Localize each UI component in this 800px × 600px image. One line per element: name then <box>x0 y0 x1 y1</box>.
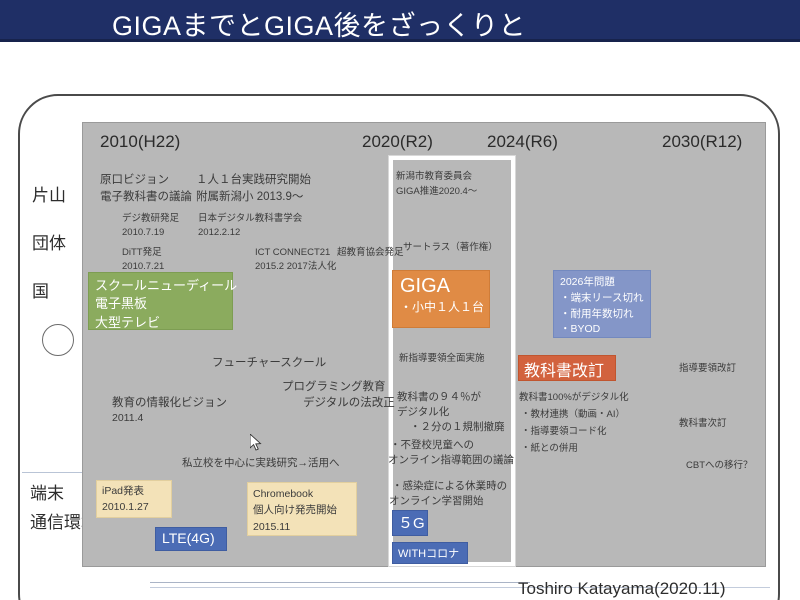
row-label-tanmatsu: 端末 <box>30 484 64 503</box>
callout-school-new-deal: スクールニューディール 電子黒板 大型テレビ <box>88 272 238 330</box>
callout-5g: ５G <box>392 510 428 536</box>
year-header-2024: 2024(R6) <box>487 132 558 151</box>
text-dejikyoken-date: 2010.7.19 <box>122 227 165 238</box>
author-signature: Toshiro Katayama(2020.11) <box>518 579 726 598</box>
callout-lte-4g: LTE(4G) <box>155 527 227 551</box>
text-nihon-digital: 日本デジタル教科書学会 <box>198 213 303 224</box>
box-2026-item2: ・耐用年数切れ <box>560 307 634 320</box>
text-nibun-no-ichi: ・２分の１規制撤廃 <box>410 421 505 433</box>
new-deal-line1: スクールニューディール <box>95 278 238 293</box>
text-denshi-kyokasho: 電子教科書の議論 <box>100 191 192 203</box>
text-niigata-kyoiku: 新潟市教育委員会 <box>396 171 473 182</box>
callout-2026-problem: 2026年問題 ・端末リース切れ ・耐用年数切れ ・BYOD <box>553 270 651 338</box>
slide-canvas: 片山 団体 国 端末 通信環境 2010(H22) 2020(R2) 2024(… <box>0 42 800 600</box>
text-digital-houkaisei: デジタルの法改正 <box>303 397 395 409</box>
year-header-2010: 2010(H22) <box>100 132 181 151</box>
text-ditt-date: 2010.7.21 <box>122 261 165 272</box>
box-2026-item1: ・端末リース切れ <box>560 291 644 304</box>
row-label-dantai: 団体 <box>32 234 66 253</box>
text-sartras: サートラス（著作権） <box>403 242 498 253</box>
ipad-line1: iPad発表 <box>102 485 145 497</box>
chromebook-line1: Chromebook <box>253 488 314 500</box>
text-chokyoiku: 超教育協会発足 <box>337 247 404 258</box>
year-header-2030: 2030(R12) <box>662 132 743 151</box>
mouse-cursor-icon <box>250 434 262 451</box>
callout-giga: GIGA ・小中１人１台 <box>392 270 490 328</box>
text-giga-suishin: GIGA推進2020.4〜 <box>396 186 478 197</box>
text-kyokasho-100: 教科書100%がデジタル化 <box>519 392 629 403</box>
title-bar-shadow <box>0 39 800 42</box>
callout-with-corona: WITHコロナ <box>392 542 468 564</box>
text-online-shidou: オンライン指導範囲の議論 <box>388 454 514 466</box>
text-kyoiku-vision: 教育の情報化ビジョン <box>112 397 227 409</box>
row-label-tsushin: 通信環境 <box>30 513 98 532</box>
text-online-gakushu: オンライン学習開始 <box>389 495 484 507</box>
giga-subtitle: ・小中１人１台 <box>400 300 485 314</box>
giga-title: GIGA <box>400 275 451 297</box>
callout-ipad: iPad発表 2010.1.27 <box>96 480 172 518</box>
text-ichinin-ichidai: １人１台実践研究開始 <box>196 174 311 186</box>
text-nihon-digital-date: 2012.2.12 <box>198 227 241 238</box>
ipad-line2: 2010.1.27 <box>102 500 149 513</box>
text-futoukou: ・不登校児童への <box>390 439 474 451</box>
text-kyozai-renkei: ・教材連携（動画・AI） <box>521 409 625 420</box>
text-ditt: DiTT発足 <box>122 247 162 258</box>
box-2026-title: 2026年問題 <box>560 276 615 288</box>
callout-chromebook: Chromebook 個人向け発売開始 2015.11 <box>247 482 357 536</box>
chromebook-line2: 個人向け発売開始 <box>253 504 337 517</box>
year-header-2020: 2020(R2) <box>362 132 433 151</box>
text-shidou-code: ・指導要領コード化 <box>521 426 607 437</box>
text-ict-connect-date: 2015.2 2017法人化 <box>255 261 337 272</box>
callout-textbook-revision: 教科書改訂 <box>518 355 616 381</box>
page-title: GIGAまでとGIGA後をざっくりと <box>112 11 527 41</box>
divider-line-footer-upper <box>150 582 530 583</box>
chromebook-line3: 2015.11 <box>253 520 291 533</box>
text-digital-ka: デジタル化 <box>397 406 450 418</box>
text-kyokasho-94: 教科書の９４％が <box>397 391 481 403</box>
new-deal-line3: 大型テレビ <box>95 314 161 330</box>
text-ict-connect: ICT CONNECT21 <box>255 247 331 258</box>
text-kami-heiyou: ・紙との併用 <box>521 443 578 454</box>
text-future-school: フューチャースクール <box>212 357 327 369</box>
text-shiritsu: 私立校を中心に実践研究→活用へ <box>182 457 340 469</box>
title-bar: GIGAまでとGIGA後をざっくりと <box>0 0 800 42</box>
text-kyokasho-kaitei-2030: 教科書次訂 <box>679 418 727 429</box>
row-label-kuni: 国 <box>32 282 49 301</box>
text-cbt-migration: CBTへの移行？ <box>686 460 753 471</box>
text-dejikyoken: デジ教研発足 <box>122 213 180 224</box>
text-programming: プログラミング教育 <box>282 381 386 393</box>
text-shin-shidou: 新指導要領全面実施 <box>399 353 485 364</box>
text-kyoiku-vision-date: 2011.4 <box>112 412 144 424</box>
text-haraguchi-vision: 原口ビジョン <box>100 174 169 186</box>
box-2026-item3: ・BYOD <box>560 323 601 336</box>
new-deal-line2: 電子黒板 <box>95 296 148 312</box>
text-shidou-kaitei: 指導要領改訂 <box>679 363 737 374</box>
circle-marker-icon <box>42 324 74 356</box>
divider-line-footer <box>150 587 770 588</box>
text-kansensho: ・感染症による休業時の <box>392 480 508 492</box>
row-label-katayama: 片山 <box>32 186 66 205</box>
text-fuzoku-niigata: 附属新潟小 2013.9〜 <box>196 191 304 203</box>
center-column-inner <box>393 160 511 562</box>
